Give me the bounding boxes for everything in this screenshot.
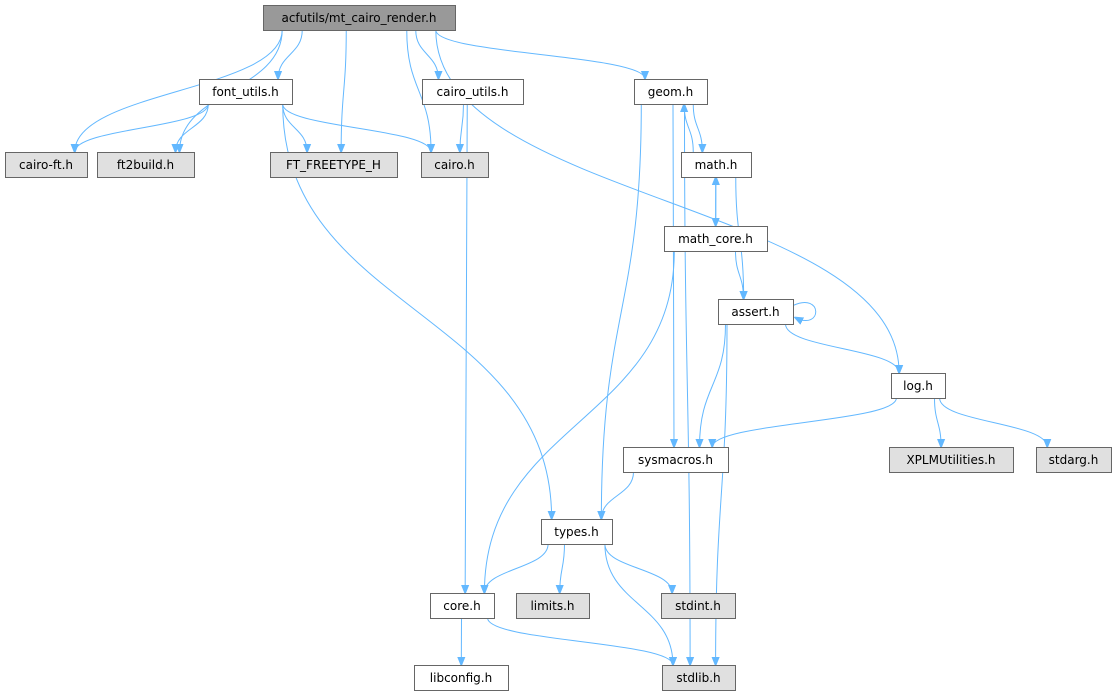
node-stdarg: stdarg.h — [1036, 447, 1112, 473]
node-label: stdarg.h — [1049, 453, 1099, 467]
node-box — [1036, 447, 1112, 473]
edge-math-to-geom — [684, 104, 694, 153]
node-box — [422, 79, 524, 105]
edge-root-to-geom — [435, 29, 645, 79]
edge-font_utils-to-ft2build — [176, 103, 209, 152]
edge-log-to-sysmacros — [712, 397, 897, 447]
node-label: assert.h — [731, 305, 779, 319]
node-box — [414, 665, 509, 691]
node-box — [891, 373, 946, 399]
node-libconfig[interactable]: libconfig.h — [414, 665, 509, 691]
node-label: font_utils.h — [212, 85, 279, 99]
node-font_utils[interactable]: font_utils.h — [199, 79, 293, 105]
edge-font_utils-to-cairo_ft — [75, 103, 209, 152]
node-label: cairo.h — [434, 158, 475, 172]
node-box — [270, 152, 398, 178]
node-xplm: XPLMUtilities.h — [889, 447, 1014, 473]
node-ft2build: ft2build.h — [97, 152, 195, 178]
node-math[interactable]: math.h — [681, 152, 752, 178]
edge-geom-to-stdlib — [684, 103, 691, 665]
node-label: stdlib.h — [676, 671, 720, 685]
node-label: XPLMUtilities.h — [906, 453, 995, 467]
node-box — [97, 152, 195, 178]
node-label: core.h — [443, 599, 480, 613]
edge-font_utils-to-cairo — [282, 103, 431, 152]
edge-geom-to-sysmacros — [673, 103, 674, 447]
edge-cairo_utils-to-core — [465, 103, 467, 593]
node-box — [661, 593, 736, 619]
node-label: cairo-ft.h — [19, 158, 73, 172]
node-box — [421, 152, 489, 178]
node-box — [681, 152, 752, 178]
node-label: acfutils/mt_cairo_render.h — [281, 11, 436, 25]
edge-root-to-cairo — [406, 29, 431, 152]
node-label: stdint.h — [675, 599, 721, 613]
node-box — [664, 226, 768, 252]
node-label: libconfig.h — [430, 671, 492, 685]
node-label: cairo_utils.h — [437, 85, 509, 99]
node-log[interactable]: log.h — [891, 373, 946, 399]
node-geom[interactable]: geom.h — [634, 79, 708, 105]
edge-root-to-font_utils — [278, 29, 303, 79]
edge-types-to-core — [484, 543, 549, 593]
node-label: types.h — [554, 525, 598, 539]
node-types[interactable]: types.h — [541, 519, 613, 545]
node-box — [889, 447, 1014, 473]
node-root[interactable]: acfutils/mt_cairo_render.h — [263, 5, 456, 31]
edge-root-to-ft_freetype — [341, 29, 347, 152]
node-label: ft2build.h — [117, 158, 174, 172]
edge-root-to-cairo_utils — [415, 29, 439, 79]
edge-assert-to-log — [785, 323, 900, 373]
node-label: log.h — [903, 379, 933, 393]
node-label: FT_FREETYPE_H — [286, 158, 381, 172]
node-box — [5, 152, 88, 178]
edge-sysmacros-to-types — [601, 471, 634, 519]
node-box — [634, 79, 708, 105]
edge-log-to-stdarg — [939, 397, 1048, 447]
node-box — [662, 665, 736, 691]
node-stdint: stdint.h — [661, 593, 736, 619]
node-box — [541, 519, 613, 545]
edge-types-to-stdlib — [604, 543, 673, 665]
edge-font_utils-to-ft_freetype — [282, 103, 307, 152]
edge-types-to-stdint — [604, 543, 672, 593]
node-box — [430, 593, 495, 619]
edge-geom-to-types — [601, 103, 642, 519]
edge-root-to-cairo_ft — [75, 29, 283, 152]
edge-math_core-to-core — [484, 250, 675, 593]
edge-types-to-limits — [560, 543, 565, 593]
node-box — [516, 593, 590, 619]
node-label: limits.h — [530, 599, 574, 613]
edge-assert-to-assert — [792, 302, 817, 320]
node-label: math.h — [695, 158, 738, 172]
node-core[interactable]: core.h — [430, 593, 495, 619]
edge-assert-to-sysmacros — [700, 323, 726, 447]
node-box — [623, 447, 729, 473]
edge-log-to-xplm — [934, 397, 942, 447]
node-label: geom.h — [648, 85, 693, 99]
node-limits: limits.h — [516, 593, 590, 619]
edge-core-to-stdlib — [487, 617, 673, 665]
edge-cairo_utils-to-cairo — [460, 103, 464, 152]
edge-font_utils-to-types — [282, 103, 552, 519]
node-stdlib: stdlib.h — [662, 665, 736, 691]
node-box — [263, 5, 456, 31]
node-box — [718, 299, 794, 325]
node-cairo_utils[interactable]: cairo_utils.h — [422, 79, 524, 105]
edge-geom-to-math — [692, 103, 702, 152]
node-box — [199, 79, 293, 105]
node-assert[interactable]: assert.h — [718, 299, 794, 325]
node-ft_freetype: FT_FREETYPE_H — [270, 152, 398, 178]
node-cairo: cairo.h — [421, 152, 489, 178]
node-label: math_core.h — [678, 232, 753, 246]
edge-math_core-to-assert — [735, 250, 744, 299]
node-math_core[interactable]: math_core.h — [664, 226, 768, 252]
node-cairo_ft: cairo-ft.h — [5, 152, 88, 178]
node-label: sysmacros.h — [638, 453, 713, 467]
node-sysmacros[interactable]: sysmacros.h — [623, 447, 729, 473]
